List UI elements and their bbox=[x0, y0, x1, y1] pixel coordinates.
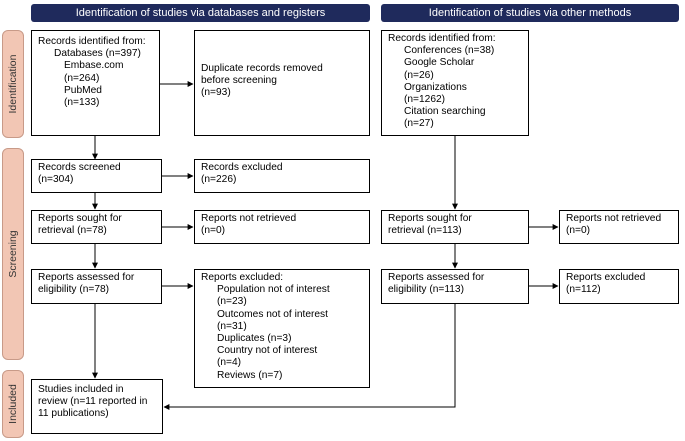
box-other-reports-excluded: Reports excluded (n=112) bbox=[559, 269, 679, 304]
box-studies-included: Studies included in review (n=11 reporte… bbox=[31, 379, 163, 434]
box-reports-not-retrieved: Reports not retrieved (n=0) bbox=[194, 210, 370, 244]
phase-included: Included bbox=[2, 370, 24, 438]
arrow-other-to-included bbox=[163, 304, 456, 410]
box-records-identified: Records identified from: Databases (n=39… bbox=[31, 30, 160, 136]
box-other-reports-assessed: Reports assessed for eligibility (n=113) bbox=[381, 269, 529, 304]
header-databases: Identification of studies via databases … bbox=[31, 4, 370, 22]
phase-identification: Identification bbox=[2, 30, 24, 138]
header-other-methods: Identification of studies via other meth… bbox=[381, 4, 679, 22]
box-duplicates-removed: Duplicate records removed before screeni… bbox=[194, 30, 370, 136]
phase-screening: Screening bbox=[2, 148, 24, 360]
box-records-excluded: Records excluded (n=226) bbox=[194, 159, 370, 193]
box-other-reports-sought: Reports sought for retrieval (n=113) bbox=[381, 210, 529, 244]
box-reports-excluded: Reports excluded: Population not of inte… bbox=[194, 269, 370, 388]
box-reports-assessed: Reports assessed for eligibility (n=78) bbox=[31, 269, 162, 304]
box-other-records-identified: Records identified from: Conferences (n=… bbox=[381, 30, 529, 136]
box-reports-sought: Reports sought for retrieval (n=78) bbox=[31, 210, 162, 244]
box-records-screened: Records screened (n=304) bbox=[31, 159, 162, 193]
box-other-not-retrieved: Reports not retrieved (n=0) bbox=[559, 210, 679, 244]
